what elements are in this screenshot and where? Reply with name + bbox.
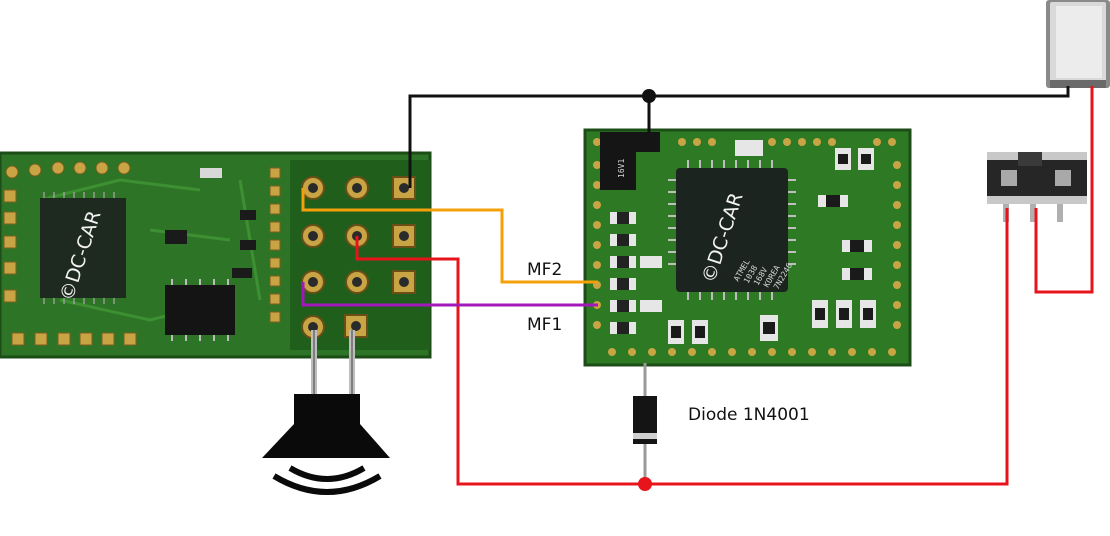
decoder-board: ©DC-CAR bbox=[0, 151, 432, 359]
function-module-board: 16V1 bbox=[583, 128, 912, 367]
speaker-icon bbox=[262, 330, 390, 495]
decoder-mcu-chip bbox=[40, 198, 126, 298]
decoder-pin-header bbox=[301, 176, 416, 339]
slide-switch-icon bbox=[987, 152, 1087, 222]
wire-red bbox=[355, 86, 1094, 486]
function-module-mcu: ATMEL 1038 168V KOREA 7N2246 bbox=[668, 160, 796, 300]
diode-icon bbox=[633, 363, 657, 484]
label-diode: Diode 1N4001 bbox=[688, 405, 810, 425]
label-mf1: MF1 bbox=[527, 315, 562, 335]
black-junction bbox=[642, 89, 656, 103]
wire-purple-mf1 bbox=[301, 282, 598, 307]
label-mf2: MF2 bbox=[527, 260, 562, 280]
voltage-regulator-chip bbox=[600, 132, 636, 190]
regulator-marking: 16V1 bbox=[617, 159, 626, 178]
wire-orange-mf2 bbox=[301, 188, 598, 284]
decoder-driver-chip bbox=[165, 285, 235, 335]
red-junction bbox=[638, 477, 652, 491]
reed-switch-icon bbox=[1046, 0, 1110, 88]
